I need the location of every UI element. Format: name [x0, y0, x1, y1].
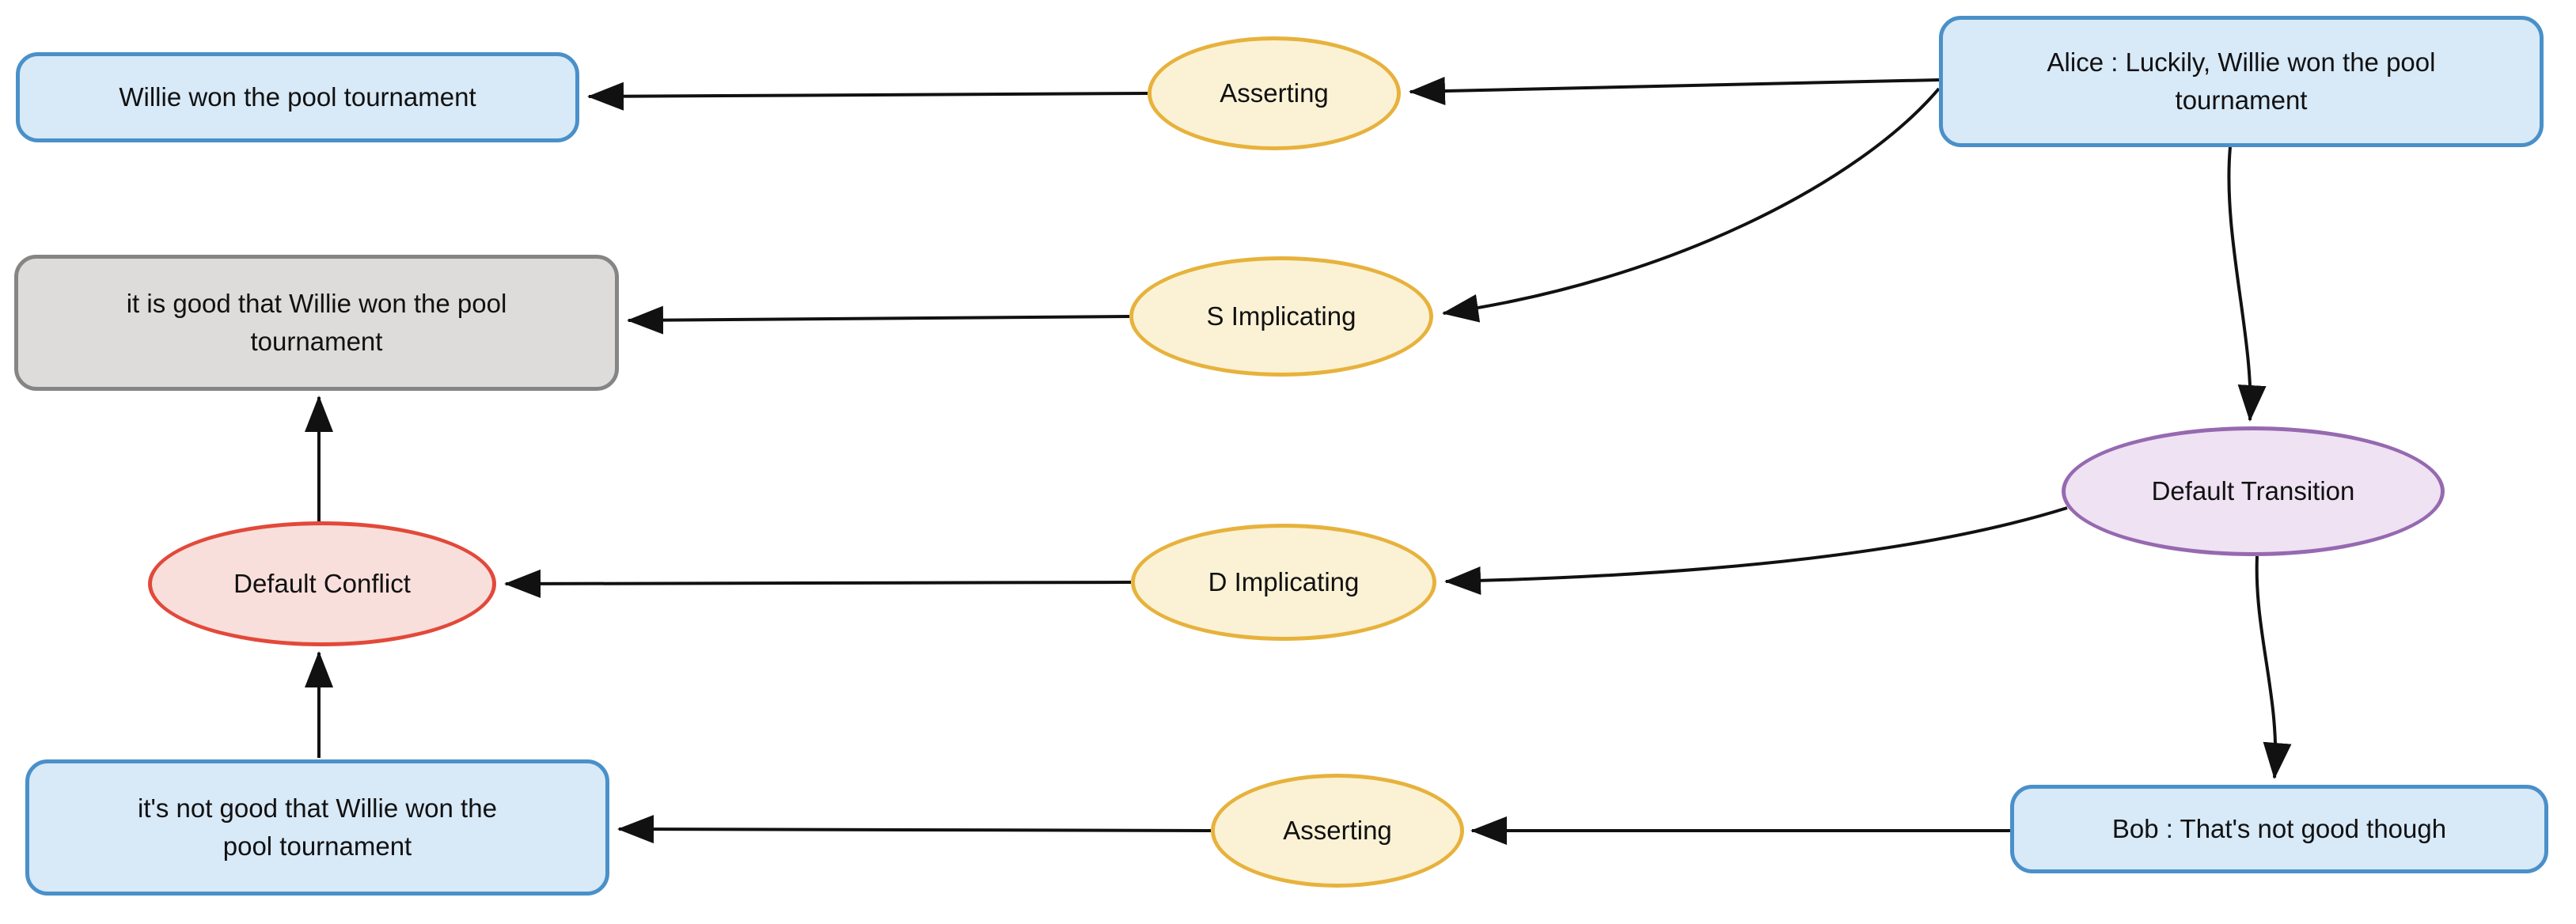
node-bob-locution: Bob : That's not good though — [2010, 785, 2548, 873]
edge-alice-to-default-transition — [2227, 146, 2267, 422]
edge-asserting-top-to-willie — [587, 81, 1148, 111]
node-label: Bob : That's not good though — [2111, 814, 2447, 844]
node-asserting-bottom: Asserting — [1211, 774, 1464, 888]
edge-s-implicating-to-good — [627, 305, 1130, 335]
edge-default-transition-to-bob — [2255, 555, 2292, 779]
node-default-conflict: Default Conflict — [148, 521, 496, 646]
node-alice-locution: Alice : Luckily, Willie won the pool tou… — [1939, 16, 2544, 147]
node-asserting-top: Asserting — [1148, 36, 1401, 150]
node-label: Alice : Luckily, Willie won the pool tou… — [2047, 47, 2436, 115]
node-label: Default Transition — [2151, 476, 2355, 506]
node-notgood-proposition: it's not good that Willie won the pool t… — [25, 759, 609, 896]
node-label: Default Conflict — [233, 569, 411, 599]
edge-alice-to-asserting-top — [1409, 77, 1940, 106]
node-label: D Implicating — [1208, 567, 1360, 597]
edge-default-transition-to-d-implicating — [1444, 506, 2068, 596]
node-label: S Implicating — [1206, 301, 1356, 331]
node-label: it is good that Willie won the pool tour… — [126, 289, 507, 356]
node-willie-proposition: Willie won the pool tournament — [16, 52, 579, 142]
edge-asserting-bottom-to-notgood — [617, 815, 1212, 844]
node-s-implicating: S Implicating — [1129, 256, 1433, 377]
node-d-implicating: D Implicating — [1131, 524, 1436, 641]
node-default-transition: Default Transition — [2062, 426, 2445, 556]
node-label: Willie won the pool tournament — [119, 82, 476, 112]
edge-d-implicating-to-default-conflict — [504, 569, 1132, 598]
node-label: it's not good that Willie won the pool t… — [138, 793, 497, 861]
node-label: Asserting — [1283, 816, 1392, 846]
node-good-proposition: it is good that Willie won the pool tour… — [14, 255, 619, 391]
node-label: Asserting — [1220, 78, 1329, 108]
edge-alice-to-s-implicating — [1442, 87, 1941, 323]
